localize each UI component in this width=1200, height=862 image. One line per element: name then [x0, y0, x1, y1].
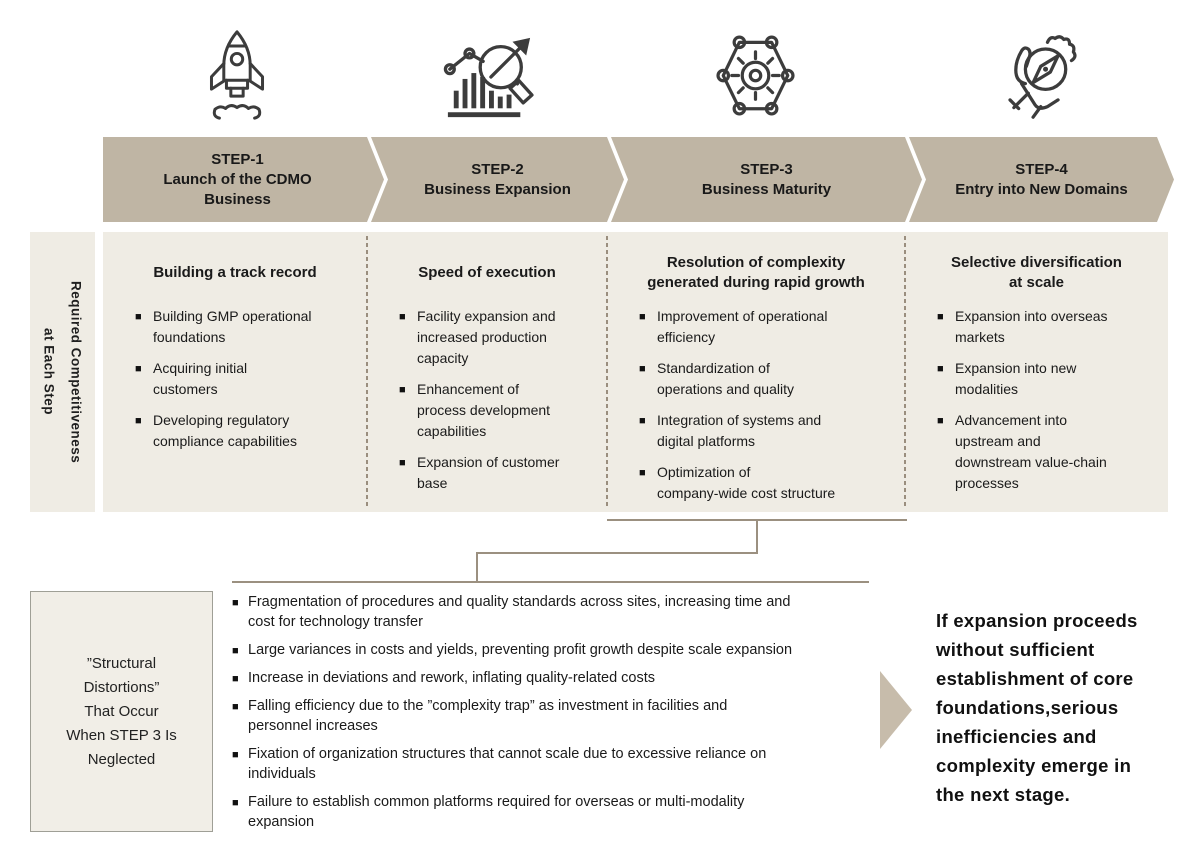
distortion-bullet-item: Fixation of organization structures that…	[232, 744, 884, 784]
step-title: Launch of the CDMO Business	[163, 170, 312, 208]
rocket-icon	[193, 27, 281, 123]
distortion-bullet-item: Fragmentation of procedures and quality …	[232, 592, 884, 632]
step-title: Entry into New Domains	[955, 180, 1128, 198]
step-arrow-1: STEP-1 Launch of the CDMO Business	[103, 137, 384, 222]
column-divider	[606, 236, 608, 508]
outcome-text: If expansion proceeds without sufficient…	[936, 610, 1138, 805]
bullet-item: Enhancement of process development capab…	[399, 379, 593, 442]
column-heading: Building a track record	[153, 264, 317, 281]
distortion-bullet-item: Failure to establish common platforms re…	[232, 792, 884, 832]
column-bullet-list: Building GMP operational foundationsAcqu…	[115, 306, 355, 452]
connector-line	[476, 552, 758, 554]
step-id: STEP-4	[1015, 160, 1068, 178]
step-arrow-3: STEP-3 Business Maturity	[611, 137, 922, 222]
step-column-4: Selective diversification at scale Expan…	[905, 232, 1168, 512]
column-heading: Resolution of complexity generated durin…	[647, 254, 865, 291]
step-title: Business Maturity	[701, 180, 832, 198]
structural-distortions-label: ”Structural Distortions” That Occur When…	[66, 654, 177, 768]
hexagon-gear-icon	[708, 30, 803, 122]
hand-compass-icon	[987, 26, 1083, 122]
step-arrow-4: STEP-4 Entry into New Domains	[909, 137, 1174, 222]
step-id: STEP-2	[471, 160, 524, 178]
column-divider	[366, 236, 368, 508]
step-column-2: Speed of execution Facility expansion an…	[367, 232, 607, 512]
connector-line	[476, 552, 478, 583]
bullet-item: Standardization of operations and qualit…	[639, 358, 891, 400]
bullet-item: Building GMP operational foundations	[135, 306, 353, 348]
bullet-item: Improvement of operational efficiency	[639, 306, 891, 348]
column-heading: Speed of execution	[418, 264, 556, 281]
column-bullet-list: Improvement of operational efficiencySta…	[619, 306, 893, 504]
distortion-bullet-item: Falling efficiency due to the ”complexit…	[232, 696, 884, 736]
step-id: STEP-3	[740, 160, 793, 178]
distortion-bullet-item: Large variances in costs and yields, pre…	[232, 640, 884, 661]
distortion-bullet-item: Increase in deviations and rework, infla…	[232, 668, 884, 689]
step-column-1: Building a track record Building GMP ope…	[103, 232, 367, 512]
step-title: Business Expansion	[424, 180, 571, 198]
column-heading: Selective diversification at scale	[951, 254, 1122, 291]
bullet-item: Expansion of customer base	[399, 452, 593, 494]
bullet-item: Advancement into upstream and downstream…	[937, 410, 1154, 494]
step-id: STEP-1	[211, 150, 264, 168]
connector-line	[756, 519, 758, 554]
structural-distortions-box: ”Structural Distortions” That Occur When…	[30, 591, 213, 832]
column-bullet-list: Expansion into overseas marketsExpansion…	[917, 306, 1156, 494]
bullet-item: Integration of systems and digital platf…	[639, 410, 891, 452]
bullet-item: Expansion into overseas markets	[937, 306, 1154, 348]
bullet-item: Acquiring initial customers	[135, 358, 353, 400]
bullet-item: Developing regulatory compliance capabil…	[135, 410, 353, 452]
bullet-item: Expansion into new modalities	[937, 358, 1154, 400]
outcome-arrow-icon	[880, 671, 912, 749]
distortions-bullet-list: Fragmentation of procedures and quality …	[232, 592, 884, 840]
bullet-item: Facility expansion and increased product…	[399, 306, 593, 369]
required-competitiveness-sidebar: Required Competitiveness at Each Step	[30, 232, 95, 512]
connector-line	[232, 581, 869, 583]
bullet-item: Optimization of company-wide cost struct…	[639, 462, 891, 504]
column-bullet-list: Facility expansion and increased product…	[379, 306, 595, 494]
step-column-3: Resolution of complexity generated durin…	[607, 232, 905, 512]
chart-magnifier-icon	[440, 30, 538, 122]
column-divider	[904, 236, 906, 508]
sidebar-label: Required Competitiveness at Each Step	[41, 280, 84, 464]
step-arrow-2: STEP-2 Business Expansion	[371, 137, 624, 222]
